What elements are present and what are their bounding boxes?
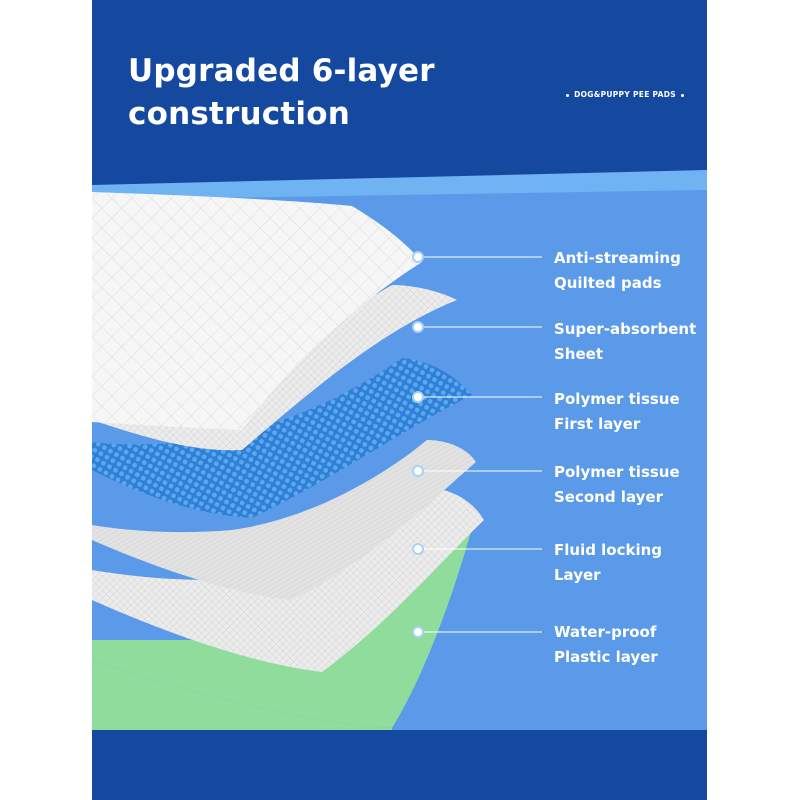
layer-label-line-1: Fluid locking: [554, 541, 663, 559]
polymer-tissue-first-layer: [92, 358, 472, 518]
footer-band: [92, 730, 707, 800]
callout-fluid-locking: [412, 543, 542, 555]
layer-label-line-1: Anti-streaming: [554, 249, 681, 267]
layer-label-fluid-locking: Fluid locking Layer: [554, 538, 662, 588]
layer-label-line-2: Layer: [554, 566, 601, 584]
callout-node-icon: [412, 465, 424, 477]
waterproof-plastic-layer-edge: [92, 520, 472, 728]
callout-node-icon: [412, 626, 424, 638]
layer-label-water-proof: Water-proof Plastic layer: [554, 620, 658, 670]
stage-highlight: [92, 170, 707, 200]
callout-node-icon: [412, 543, 424, 555]
layer-label-line-1: Super-absorbent: [554, 320, 697, 338]
callout-anti-streaming: [412, 251, 542, 263]
layer-label-polymer-first: Polymer tissue First layer: [554, 387, 680, 437]
waterproof-plastic-layer: [92, 660, 392, 730]
header-band: Upgraded 6-layer construction DOG&PUPPY …: [92, 0, 707, 185]
layer-label-line-1: Water-proof: [554, 623, 657, 641]
layer-diagram: [92, 170, 707, 730]
layer-label-anti-streaming: Anti-streaming Quilted pads: [554, 246, 681, 296]
layer-label-line-1: Polymer tissue: [554, 390, 680, 408]
callout-polymer-second: [412, 465, 542, 477]
anti-streaming-quilted-pad: [92, 192, 422, 430]
polymer-tissue-second-layer: [92, 440, 476, 600]
product-infographic: Upgraded 6-layer construction DOG&PUPPY …: [92, 0, 707, 800]
callout-node-icon: [412, 251, 424, 263]
product-tag: DOG&PUPPY PEE PADS: [561, 90, 689, 99]
layer-label-super-absorbent: Super-absorbent Sheet: [554, 317, 696, 367]
bullet-dot-icon: [566, 93, 570, 97]
layer-label-line-2: Second layer: [554, 488, 663, 506]
layer-label-line-1: Polymer tissue: [554, 463, 680, 481]
layer-label-line-2: First layer: [554, 415, 641, 433]
callout-super-absorbent: [412, 321, 542, 333]
layer-label-polymer-second: Polymer tissue Second layer: [554, 460, 680, 510]
page-title: Upgraded 6-layer construction: [128, 50, 435, 136]
bullet-dot-icon: [681, 93, 684, 97]
callout-water-proof: [412, 626, 542, 638]
title-line-2: construction: [128, 96, 350, 132]
callout-node-icon: [412, 391, 424, 403]
layer-label-line-2: Quilted pads: [554, 274, 662, 292]
callout-polymer-first: [412, 391, 542, 403]
layer-label-line-2: Plastic layer: [554, 648, 658, 666]
product-tag-text: DOG&PUPPY PEE PADS: [574, 90, 676, 99]
callout-node-icon: [412, 321, 424, 333]
title-line-1: Upgraded 6-layer: [128, 53, 435, 89]
layer-label-line-2: Sheet: [554, 345, 603, 363]
